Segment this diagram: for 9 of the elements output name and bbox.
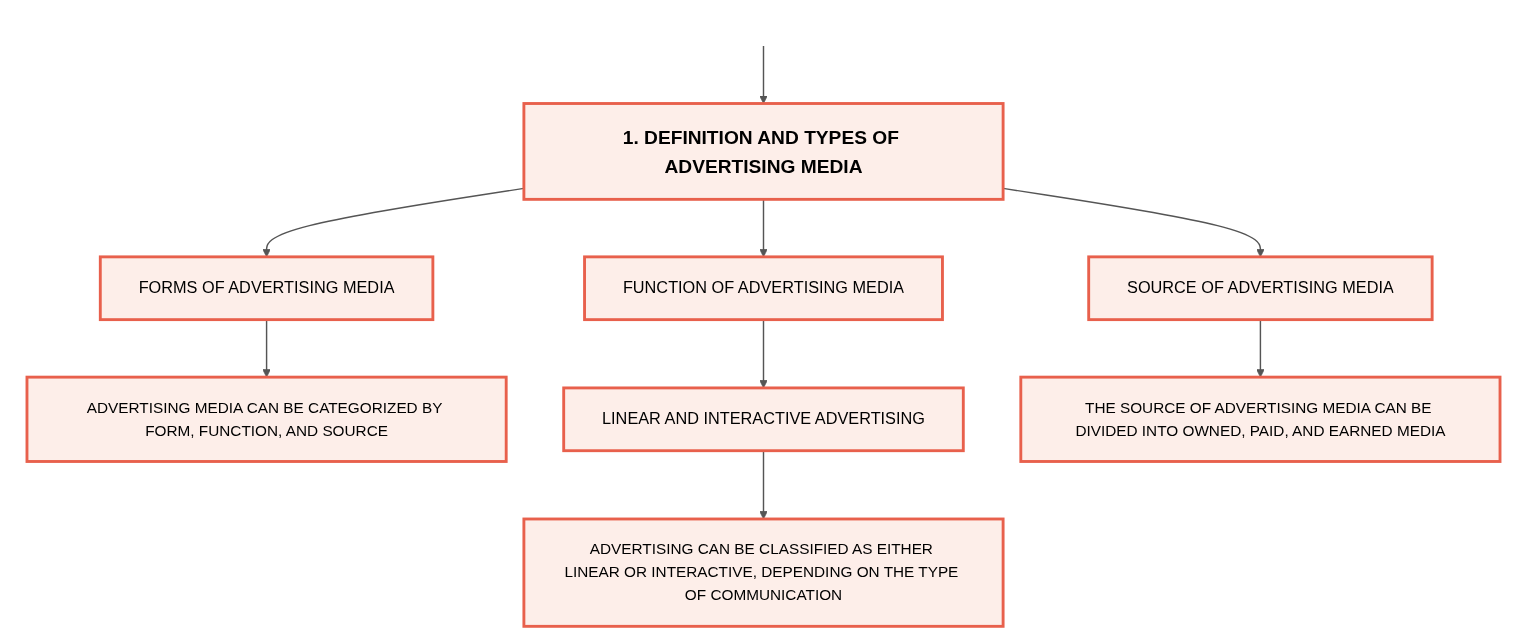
node-box: FORMS OF ADVERTISING MEDIA [98, 255, 435, 322]
arrow [759, 45, 768, 104]
node-box: LINEAR AND INTERACTIVE ADVERTISING [562, 386, 965, 453]
node-box: 1. DEFINITION AND TYPES OF ADVERTISING MEDIA [522, 102, 1005, 201]
node-box: ADVERTISING CAN BE CLASSIFIED AS EITHER LINEAR OR INTERACTIVE, DEPENDING ON THE TYPE OF COMMUNICATION [522, 517, 1005, 628]
node-box: ADVERTISING MEDIA CAN BE CATEGORIZED BY FORM, FUNCTION, AND SOURCE [25, 375, 508, 463]
node-box: THE SOURCE OF ADVERTISING MEDIA CAN BE DIVIDED INTO OWNED, PAID, AND EARNED MEDIA [1019, 375, 1502, 463]
node-box: FUNCTION OF ADVERTISING MEDIA [583, 255, 944, 322]
node-box: SOURCE OF ADVERTISING MEDIA [1087, 255, 1434, 322]
